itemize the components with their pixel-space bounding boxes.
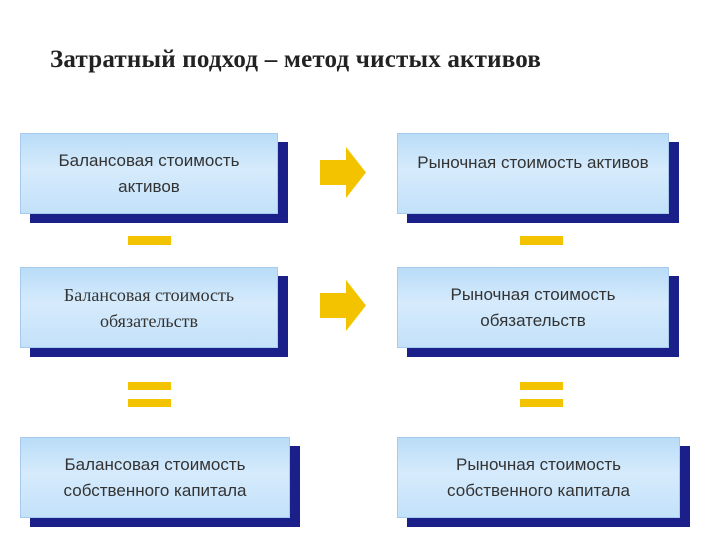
- book-value-liabilities-line2: обязательств: [99, 310, 198, 331]
- book-value-liabilities-line1: Балансовая стоимость: [63, 284, 235, 305]
- page-title: Затратный подход – метод чистых активов: [50, 46, 542, 73]
- book-value-liabilities-box: Балансовая стоимость обязательств: [20, 267, 288, 357]
- book-value-assets-line2: активов: [118, 176, 180, 196]
- market-value-equity-line2: собственного капитала: [447, 480, 630, 500]
- market-value-liabilities-line2: обязательств: [480, 310, 586, 330]
- market-value-equity-box: Рыночная стоимость собственного капитала: [397, 437, 690, 527]
- market-value-equity-line1: Рыночная стоимость: [456, 454, 621, 474]
- arrow-right-icon: [320, 280, 366, 331]
- book-value-equity-line1: Балансовая стоимость: [64, 454, 246, 474]
- market-value-assets-box: Рыночная стоимость активов: [397, 133, 679, 223]
- market-value-assets-line1: Рыночная стоимость активов: [417, 153, 649, 172]
- book-value-assets-box: Балансовая стоимость активов: [20, 133, 288, 223]
- book-value-equity-box: Балансовая стоимость собственного капита…: [20, 437, 300, 527]
- market-value-liabilities-line1: Рыночная стоимость: [450, 284, 616, 304]
- equals-sign-icon: [128, 382, 171, 408]
- market-value-liabilities-box: Рыночная стоимость обязательств: [397, 267, 679, 357]
- book-value-assets-line1: Балансовая стоимость: [58, 150, 240, 170]
- arrow-right-icon: [320, 147, 366, 198]
- book-value-equity-line2: собственного капитала: [63, 480, 247, 500]
- minus-sign-icon: [520, 236, 563, 245]
- minus-sign-icon: [128, 236, 171, 245]
- equals-sign-icon: [520, 382, 563, 408]
